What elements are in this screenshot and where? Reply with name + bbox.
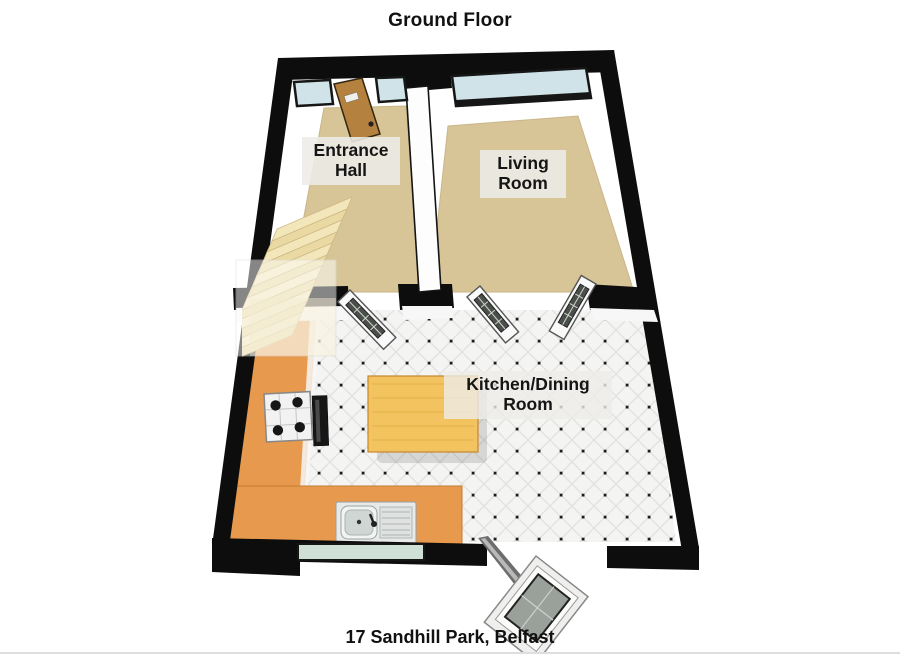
svg-text:Room: Room	[498, 173, 548, 193]
wall-bottom-corner-step	[212, 556, 300, 576]
hob-icon	[263, 390, 314, 443]
living-kitchen-door-left	[465, 285, 520, 344]
living-kitchen-door-right	[548, 274, 597, 341]
table-wood-grain	[372, 383, 474, 441]
entrance-hall-label: Entrance Hall	[302, 137, 400, 185]
svg-text:Hall: Hall	[335, 160, 367, 180]
front-door	[333, 77, 381, 143]
living-room-floor	[429, 115, 635, 293]
entrance-window-left	[292, 78, 335, 108]
svg-text:Kitchen/Dining: Kitchen/Dining	[466, 374, 589, 394]
kitchen-fixtures	[223, 315, 487, 545]
wall-bottom-right	[607, 546, 699, 570]
living-room-window-sill	[455, 92, 592, 106]
openings	[292, 66, 593, 561]
wall-junction-post	[404, 68, 452, 92]
hall-living-wall	[405, 85, 442, 293]
internal-doors	[336, 274, 597, 351]
sink-icon	[335, 501, 417, 545]
page-title: Ground Floor	[388, 10, 512, 31]
svg-text:Room: Room	[503, 394, 553, 414]
entrance-window-right	[374, 75, 409, 104]
back-door-group	[478, 536, 590, 654]
kitchen-dining-label: Kitchen/Dining Room	[444, 371, 612, 419]
property-address: 17 Sandhill Park, Belfast	[345, 627, 555, 647]
bottom-divider-line	[0, 652, 900, 654]
divider-right-segment	[586, 284, 656, 312]
divider-face-mid	[402, 306, 454, 320]
living-room-label: Living Room	[480, 150, 566, 198]
divider-face-right	[590, 308, 658, 322]
back-door	[483, 554, 590, 654]
understairs-storage	[235, 259, 337, 357]
svg-text:Living: Living	[497, 153, 549, 173]
svg-text:Entrance: Entrance	[314, 140, 389, 160]
room-labels: Entrance Hall Living Room Kitchen/Dining…	[302, 137, 612, 419]
hall-kitchen-door	[336, 289, 397, 351]
kitchen-window	[297, 543, 425, 561]
oven-icon	[311, 395, 329, 447]
